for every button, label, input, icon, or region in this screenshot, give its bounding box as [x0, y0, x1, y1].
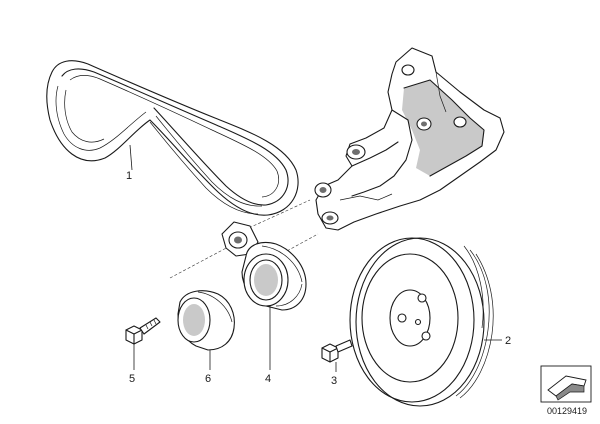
drawing-code: 00129419: [547, 406, 587, 416]
belt-pulley[interactable]: [349, 237, 502, 407]
ribbed-belt[interactable]: [46, 60, 299, 216]
callout-4: 4: [265, 373, 271, 385]
callout-2: 2: [505, 335, 511, 347]
bolt-pulley[interactable]: [321, 339, 353, 372]
support-bracket[interactable]: [314, 47, 505, 231]
callout-3: 3: [331, 375, 337, 387]
reference-symbol-icon: [540, 365, 592, 403]
idler-roller[interactable]: [177, 290, 235, 370]
callout-5: 5: [129, 373, 135, 385]
callout-6: 6: [205, 373, 211, 385]
bolt-tensioner[interactable]: [125, 317, 161, 370]
belt-tensioner[interactable]: [221, 221, 307, 370]
callout-1: 1: [126, 170, 132, 182]
